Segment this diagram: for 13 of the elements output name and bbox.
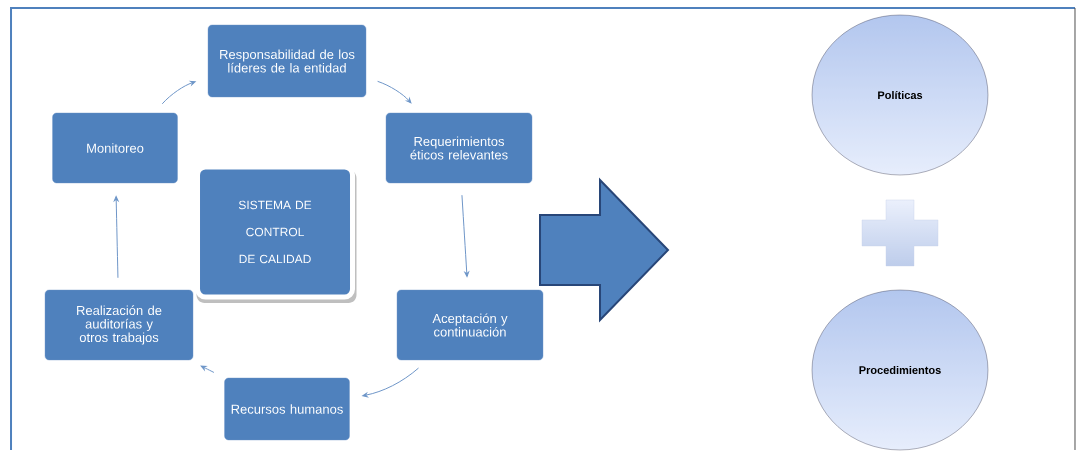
process-box: Recursos humanos	[224, 377, 350, 441]
process-box: Monitoreo	[52, 112, 178, 184]
arrow	[113, 195, 119, 279]
arrow	[362, 367, 419, 398]
arrow	[200, 365, 215, 373]
process-box: Aceptación y continuación	[396, 289, 544, 361]
center-box: SISTEMA DE CONTROL DE CALIDAD	[195, 164, 355, 300]
arrow	[461, 194, 470, 278]
process-box: Responsabilidad de los líderes de la entidad	[207, 24, 367, 98]
process-box: Requerimientos éticos relevantes	[385, 112, 533, 184]
arrow	[377, 80, 412, 104]
process-box: Realización de auditorías y otros trabajos	[44, 289, 194, 361]
arrow	[161, 80, 196, 105]
